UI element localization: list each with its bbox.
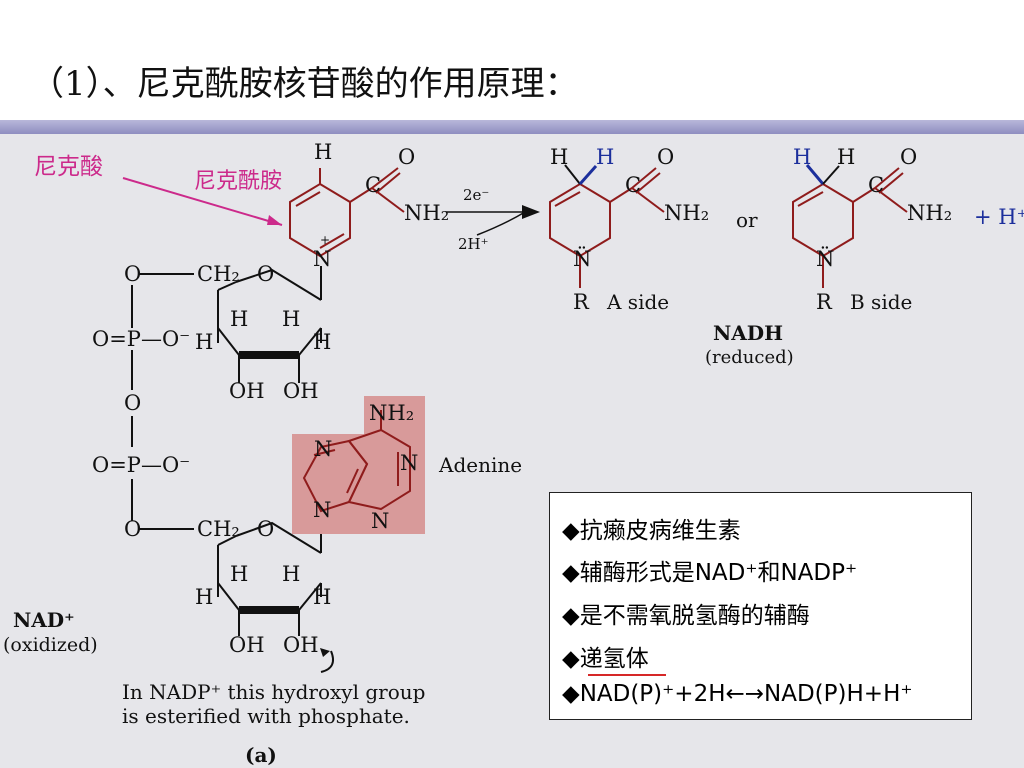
title-bar xyxy=(0,120,1024,134)
phosphate-linker-o: O xyxy=(124,391,141,415)
phosphate-2: O=P—O⁻ xyxy=(92,453,190,477)
upper-h-right-top: H xyxy=(282,307,300,331)
adenine-n7: N xyxy=(313,498,331,522)
upper-h-left-top: H xyxy=(230,307,248,331)
upper-oh-right: OH xyxy=(283,379,319,403)
nadh-b-nh2-label: NH₂ xyxy=(907,201,952,225)
carbonyl-o-label: O xyxy=(398,145,415,169)
pyridinium-n-label: N xyxy=(313,247,331,271)
summary-line-4: ◆递氢体 xyxy=(562,646,649,672)
nadh-a-h-left: H xyxy=(550,145,568,169)
page-title: （1）、尼克酰胺核苷酸的作用原理： xyxy=(30,64,579,104)
upper-o-left: O xyxy=(124,262,141,286)
adenine-highlight xyxy=(292,396,425,534)
nicotinamide-label: 尼克酰胺 xyxy=(194,169,282,194)
summary-underline xyxy=(588,674,666,676)
nadh-a-h-left-bond xyxy=(564,164,581,185)
adenine-nh2: NH₂ xyxy=(369,401,414,425)
phosphate-note-line-1: In NADP⁺ this hydroxyl group xyxy=(122,680,425,704)
or-label: or xyxy=(736,208,758,232)
phosphate-1: O=P—O⁻ xyxy=(92,327,190,351)
upper-h-left-bottom: H xyxy=(195,330,213,354)
nadh-b-r-label: R xyxy=(816,290,833,314)
ring-h-label: H xyxy=(314,140,332,164)
lower-ribose xyxy=(139,520,322,636)
lower-ring-o: O xyxy=(257,517,274,541)
nadh-a-h-right-bond xyxy=(578,165,598,185)
lower-o-left: O xyxy=(124,517,141,541)
nadh-b-n-label: N̈ xyxy=(816,247,834,271)
nadh-a-c-label: C xyxy=(625,173,641,197)
lower-h-right-bottom: H xyxy=(313,585,331,609)
carbon-c-label: C xyxy=(365,173,381,197)
summary-line-3: ◆是不需氧脱氢酶的辅酶 xyxy=(562,603,810,629)
nadh-b-side-ring xyxy=(792,167,908,288)
nadh-b-c-label: C xyxy=(868,173,884,197)
nadh-reduced-label: (reduced) xyxy=(705,347,794,368)
nadh-b-h-right-bond xyxy=(822,165,840,185)
amide-nh2-label: NH₂ xyxy=(404,201,449,225)
lower-oh-right: OH xyxy=(283,633,319,657)
nadh-a-r-label: R xyxy=(573,290,590,314)
hydroxyl-note-pointer xyxy=(320,650,334,673)
lower-h-left-top: H xyxy=(230,562,248,586)
oxidized-label: (oxidized) xyxy=(3,634,98,656)
lower-h-right-top: H xyxy=(282,562,300,586)
summary-box: ◆抗癞皮病维生素 ◆辅酶形式是NAD⁺和NADP⁺ ◆是不需氧脱氢酶的辅酶 ◆递… xyxy=(549,492,972,720)
lower-oh-left: OH xyxy=(229,633,265,657)
summary-line-1: ◆抗癞皮病维生素 xyxy=(562,518,741,544)
adenine-n1: N xyxy=(314,437,332,461)
adenine-ring xyxy=(302,410,411,513)
reaction-arrow-curve xyxy=(476,211,526,236)
nadh-a-o-label: O xyxy=(657,145,674,169)
nadh-a-n-label: N̈ xyxy=(573,247,591,271)
reaction-arrow-head xyxy=(522,205,540,219)
adenine-n9: N xyxy=(371,509,389,533)
nadh-b-h-right: H xyxy=(837,145,855,169)
figure-label: (a) xyxy=(245,743,277,767)
lower-h-left-bottom: H xyxy=(195,585,213,609)
adenine-n3: N xyxy=(400,451,418,475)
nicotinic-acid-label: 尼克酸 xyxy=(34,154,103,180)
upper-ch2: CH₂ xyxy=(197,262,240,286)
nadh-b-h-left: H xyxy=(793,145,811,169)
nadh-b-h-left-bond xyxy=(805,164,825,185)
two-electrons-label: 2e⁻ xyxy=(463,186,489,204)
nicotinic-acid-pointer-head xyxy=(267,215,282,225)
nadh-a-nh2-label: NH₂ xyxy=(664,201,709,225)
pyridinium-plus-label: + xyxy=(320,233,330,247)
nadh-a-h-right: H xyxy=(596,145,614,169)
lower-ch2: CH₂ xyxy=(197,517,240,541)
two-protons-label: 2H⁺ xyxy=(458,235,489,253)
upper-oh-left: OH xyxy=(229,379,265,403)
summary-line-5: ◆NAD(P)⁺+2H←→NAD(P)H+H⁺ xyxy=(562,681,913,707)
phosphate-note-line-2: is esterified with phosphate. xyxy=(122,704,410,728)
upper-h-right-bottom: H xyxy=(313,330,331,354)
hydroxyl-note-pointer-head xyxy=(320,648,330,657)
nicotinic-acid-pointer xyxy=(122,177,283,226)
oxidized-nicotinamide-ring xyxy=(289,167,405,258)
a-side-label: A side xyxy=(606,290,669,314)
nadh-b-o-label: O xyxy=(900,145,917,169)
summary-line-2: ◆辅酶形式是NAD⁺和NADP⁺ xyxy=(562,560,858,586)
nadh-a-side-ring xyxy=(549,167,665,288)
adenine-label: Adenine xyxy=(438,453,522,477)
nad-plus-label: NAD⁺ xyxy=(13,608,75,632)
nadh-title: NADH xyxy=(713,321,783,345)
plus-h-plus-label: + H⁺ xyxy=(974,205,1024,229)
upper-ribose xyxy=(131,266,322,390)
b-side-label: B side xyxy=(850,290,912,314)
upper-ring-o: O xyxy=(257,262,274,286)
